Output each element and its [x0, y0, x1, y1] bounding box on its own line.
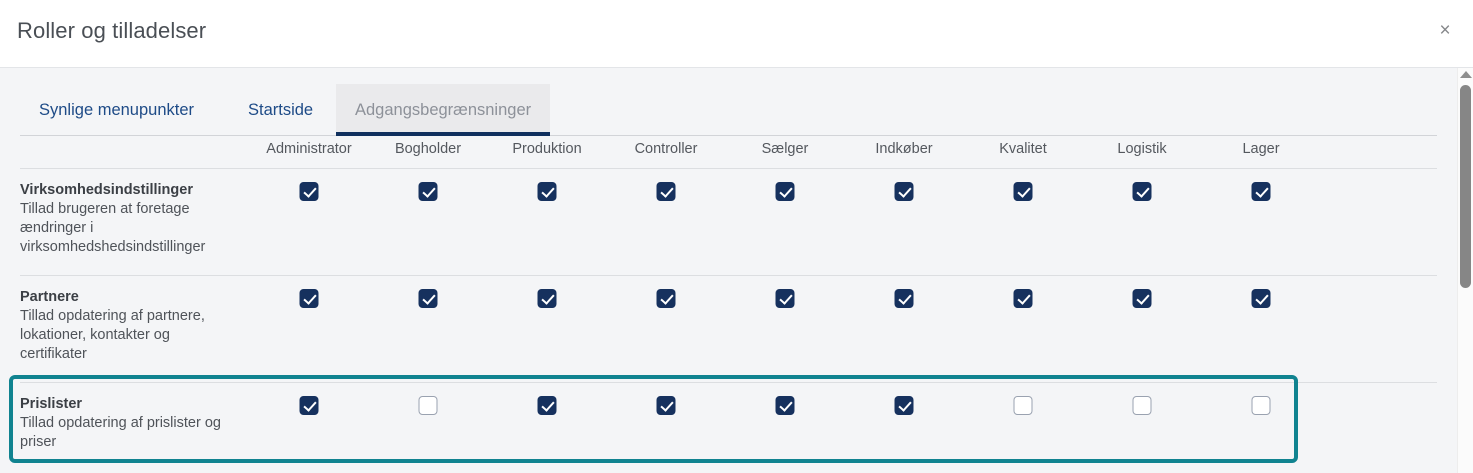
- column-header-3: Produktion: [512, 141, 582, 157]
- checkbox-checked-icon[interactable]: [1251, 182, 1271, 201]
- row-description: Tillad brugeren at foretage ændringer i …: [20, 201, 206, 255]
- checkbox-checked-icon[interactable]: [894, 396, 914, 415]
- modal-body: Synlige menupunkter Startside Adgangsbegræ…: [0, 68, 1457, 473]
- column-header-6: Indkøber: [875, 141, 933, 157]
- row-description: Tillad opdatering af prislister og prise…: [20, 415, 221, 450]
- permission-cell[interactable]: [299, 396, 319, 415]
- checkbox-checked-icon[interactable]: [537, 182, 557, 201]
- permission-cell[interactable]: [1251, 182, 1271, 201]
- permission-cell[interactable]: [537, 182, 557, 201]
- column-header-8: Logistik: [1117, 141, 1167, 157]
- tab-1[interactable]: Synlige menupunkter: [39, 101, 195, 119]
- permission-cell[interactable]: [1013, 182, 1033, 201]
- permission-cell[interactable]: [775, 289, 795, 308]
- checkbox-checked-icon[interactable]: [299, 289, 319, 308]
- permission-cell[interactable]: [537, 289, 557, 308]
- vertical-scrollbar[interactable]: [1457, 68, 1473, 473]
- column-header-5: Sælger: [761, 141, 809, 157]
- checkbox-checked-icon[interactable]: [894, 289, 914, 308]
- permission-cell[interactable]: [1013, 289, 1033, 308]
- tab-bar: Synlige menupunkter Startside Adgangsbegræ…: [20, 84, 1437, 136]
- checkbox-checked-icon[interactable]: [775, 396, 795, 415]
- checkbox-checked-icon[interactable]: [1132, 289, 1152, 308]
- permission-cell[interactable]: [775, 182, 795, 201]
- checkbox-unchecked-icon[interactable]: [1013, 396, 1033, 415]
- permission-cell[interactable]: [1251, 289, 1271, 308]
- column-header-2: Bogholder: [394, 141, 462, 157]
- permission-cell[interactable]: [894, 289, 914, 308]
- permission-cell[interactable]: [656, 396, 676, 415]
- close-icon[interactable]: ×: [1431, 17, 1459, 45]
- column-header-7: Kvalitet: [999, 141, 1047, 157]
- permission-cell[interactable]: [894, 396, 914, 415]
- checkbox-unchecked-icon[interactable]: [418, 396, 438, 415]
- permission-cell[interactable]: [656, 182, 676, 201]
- checkbox-checked-icon[interactable]: [656, 289, 676, 308]
- checkbox-checked-icon[interactable]: [537, 289, 557, 308]
- tab-3[interactable]: Adgangsbegrænsninger: [336, 84, 551, 136]
- column-header-9: Lager: [1242, 141, 1280, 157]
- permission-cell[interactable]: [894, 182, 914, 201]
- checkbox-checked-icon[interactable]: [656, 396, 676, 415]
- checkbox-checked-icon[interactable]: [656, 182, 676, 201]
- checkbox-unchecked-icon[interactable]: [1132, 396, 1152, 415]
- scroll-up-arrow-icon[interactable]: [1459, 71, 1472, 78]
- modal-header: Roller og tilladelser ×: [0, 0, 1473, 68]
- permission-cell[interactable]: [418, 182, 438, 201]
- checkbox-checked-icon[interactable]: [418, 289, 438, 308]
- permission-cell[interactable]: [1013, 396, 1033, 415]
- checkbox-checked-icon[interactable]: [1251, 289, 1271, 308]
- permission-cell[interactable]: [1132, 289, 1152, 308]
- permission-cell[interactable]: [299, 182, 319, 201]
- checkbox-checked-icon[interactable]: [775, 289, 795, 308]
- permission-cell[interactable]: [418, 289, 438, 308]
- tab-2[interactable]: Startside: [248, 101, 314, 119]
- table-header-row: Administrator Bogholder Produktion Controll…: [20, 136, 1437, 169]
- checkbox-checked-icon[interactable]: [299, 182, 319, 201]
- permission-cell[interactable]: [537, 396, 557, 415]
- row-description: Tillad opdatering af partnere, lokatione…: [20, 308, 205, 362]
- row-title: Prislister: [20, 396, 83, 412]
- permission-cell[interactable]: [775, 396, 795, 415]
- checkbox-checked-icon[interactable]: [1013, 289, 1033, 308]
- permission-cell[interactable]: [1132, 182, 1152, 201]
- permissions-table: Administrator Bogholder Produktion Controll…: [0, 136, 1457, 471]
- checkbox-checked-icon[interactable]: [1013, 182, 1033, 201]
- page-title: Roller og tilladelser: [17, 18, 207, 43]
- scrollbar-thumb[interactable]: [1460, 85, 1471, 288]
- checkbox-checked-icon[interactable]: [894, 182, 914, 201]
- permission-cell[interactable]: [299, 289, 319, 308]
- checkbox-checked-icon[interactable]: [299, 396, 319, 415]
- checkbox-unchecked-icon[interactable]: [1251, 396, 1271, 415]
- permission-cell[interactable]: [418, 396, 438, 415]
- checkbox-checked-icon[interactable]: [1132, 182, 1152, 201]
- row-title: Partnere: [20, 289, 79, 305]
- permission-cell[interactable]: [1132, 396, 1152, 415]
- column-header-1: Administrator: [266, 141, 352, 157]
- permission-cell[interactable]: [1251, 396, 1271, 415]
- column-header-4: Controller: [634, 141, 698, 157]
- checkbox-checked-icon[interactable]: [418, 182, 438, 201]
- row-title: Virksomhedsindstillinger: [20, 182, 193, 198]
- checkbox-checked-icon[interactable]: [775, 182, 795, 201]
- permission-cell[interactable]: [656, 289, 676, 308]
- checkbox-checked-icon[interactable]: [537, 396, 557, 415]
